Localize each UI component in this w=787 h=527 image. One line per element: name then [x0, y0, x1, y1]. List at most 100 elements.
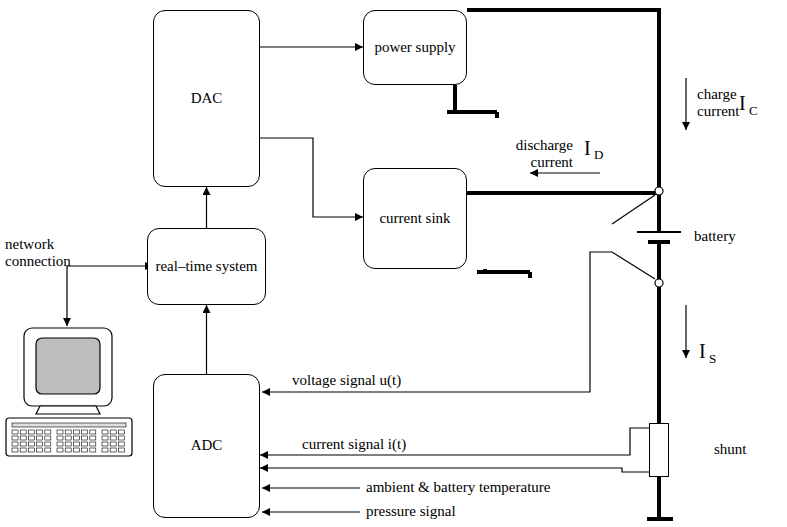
key — [57, 430, 63, 434]
pressure-wire — [262, 511, 360, 512]
signal-name: ambient & battery temperature — [366, 479, 551, 496]
current-symbol: I — [739, 92, 746, 115]
key — [57, 436, 63, 440]
signal-arrow — [260, 428, 649, 455]
signal-arrow — [206, 305, 207, 374]
key — [90, 436, 96, 440]
key — [118, 436, 124, 440]
realtime-system-box: real–time system — [147, 228, 266, 305]
key — [37, 442, 43, 446]
current-subscript: D — [594, 148, 603, 163]
charge-wire — [467, 10, 659, 190]
ground-symbol — [647, 517, 673, 521]
key — [37, 448, 43, 452]
temperature-wire — [262, 487, 360, 488]
key — [28, 436, 34, 440]
key — [110, 448, 116, 452]
key — [20, 436, 26, 440]
node-label: current sink — [379, 210, 450, 227]
key — [82, 442, 88, 446]
ground-symbol — [477, 269, 530, 278]
connector-layer — [207, 47, 650, 472]
key — [73, 430, 79, 434]
keyboard-keys — [12, 430, 124, 452]
key — [45, 430, 51, 434]
network-label: network connection — [5, 236, 89, 271]
current-arrow — [530, 172, 600, 173]
key — [28, 442, 34, 446]
key — [82, 448, 88, 452]
signal-name: pressure signal — [366, 503, 456, 520]
key — [37, 430, 43, 434]
dac-box: DAC — [153, 10, 260, 187]
battery-label: battery — [694, 228, 736, 245]
current-arrow — [685, 78, 686, 130]
key — [82, 436, 88, 440]
node-label: shunt — [714, 441, 747, 458]
key — [102, 430, 108, 434]
current-symbol: I — [699, 340, 706, 363]
current-label: charge current — [697, 86, 755, 121]
signal-arrow — [260, 138, 363, 217]
voltage-sense-wire — [612, 195, 655, 224]
voltage-sense-wire — [262, 252, 655, 392]
key — [12, 442, 18, 446]
key — [73, 448, 79, 452]
key — [118, 448, 124, 452]
key — [110, 430, 116, 434]
key — [45, 448, 51, 452]
ground-symbol — [495, 112, 499, 118]
battery-wire — [657, 242, 661, 423]
battery-symbol — [637, 232, 681, 242]
key — [37, 436, 43, 440]
key — [65, 430, 71, 434]
key — [65, 448, 71, 452]
key — [118, 430, 124, 434]
key — [90, 430, 96, 434]
power-wiring — [447, 10, 673, 519]
network-wire — [67, 266, 153, 326]
key — [20, 448, 26, 452]
signal-name: voltage signal u(t) — [292, 372, 401, 389]
computer-icon — [6, 328, 132, 456]
current-label: discharge current — [503, 137, 573, 172]
key — [73, 436, 79, 440]
signal-arrow — [260, 468, 649, 472]
current-arrow — [685, 305, 686, 358]
key — [110, 436, 116, 440]
discharge-wire — [467, 191, 659, 195]
power-supply-box: power supply — [363, 10, 467, 85]
node-label: real–time system — [155, 258, 257, 275]
key — [102, 448, 108, 452]
current-subscript: S — [709, 352, 716, 367]
key — [118, 442, 124, 446]
current-sink-box: current sink — [363, 168, 467, 269]
key — [110, 442, 116, 446]
junction — [655, 187, 663, 195]
current-symbol: I — [584, 137, 591, 160]
key — [90, 442, 96, 446]
key — [102, 436, 108, 440]
key — [20, 430, 26, 434]
key — [12, 430, 18, 434]
key — [28, 430, 34, 434]
node-label: power supply — [374, 39, 455, 56]
ground-symbol — [447, 85, 497, 112]
key — [12, 448, 18, 452]
key — [65, 436, 71, 440]
junction — [655, 279, 663, 287]
key — [65, 442, 71, 446]
current-subscript: C — [749, 104, 758, 119]
signal-arrow — [206, 187, 207, 228]
key — [57, 448, 63, 452]
key — [73, 442, 79, 446]
key — [12, 436, 18, 440]
signal-name: current signal i(t) — [300, 436, 408, 453]
battery-wire — [657, 193, 661, 232]
key — [28, 448, 34, 452]
key — [82, 430, 88, 434]
key — [45, 436, 51, 440]
adc-box: ADC — [153, 374, 260, 518]
shunt-resistor: shunt — [649, 423, 669, 477]
key — [57, 442, 63, 446]
